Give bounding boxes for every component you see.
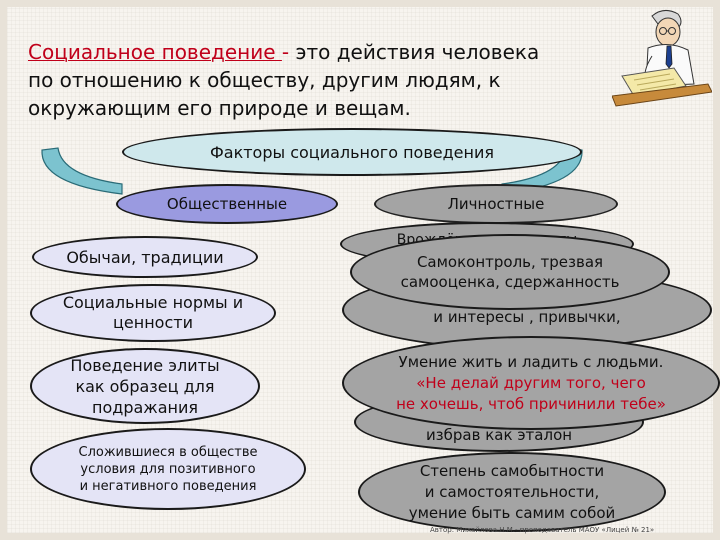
social-factor-conditions-label: Сложившиеся в обществе условия для позит… — [78, 444, 258, 494]
social-factor-norms-label: Социальные нормы и ценности — [62, 293, 244, 332]
teacher-writing-clipart — [612, 10, 712, 107]
personal-factor-self-control: Самоконтроль, трезвая самооценка, сдержа… — [350, 234, 670, 310]
personal-factor-identity-line-3: умение быть самим собой — [408, 503, 616, 522]
personal-factor-get-along: Умение жить и ладить с людьми. «Не делай… — [342, 336, 720, 430]
category-personal-label: Личностные — [447, 195, 545, 213]
factors-title: Факторы социального поведения — [122, 128, 582, 176]
factors-title-label: Факторы социального поведения — [209, 142, 494, 162]
social-factor-norms: Социальные нормы и ценности — [30, 284, 276, 342]
personal-factor-identity-line-1: Степень самобытности — [419, 461, 605, 480]
personal-factor-quote-line-1: «Не делай другим того, чего — [416, 373, 646, 392]
category-social-label: Общественные — [166, 195, 288, 213]
category-personal: Личностные — [374, 184, 618, 224]
definition-dash: - — [281, 40, 296, 64]
personal-factor-get-along-label: Умение жить и ладить с людьми. — [398, 352, 664, 371]
social-factor-customs: Обычаи, традиции — [32, 236, 258, 278]
category-social: Общественные — [116, 184, 338, 224]
social-factor-conditions: Сложившиеся в обществе условия для позит… — [30, 428, 306, 510]
definition-term: Социальное поведение — [28, 40, 282, 64]
author-footer: Автор: Михайлова Н.М.- преподаватель МАО… — [430, 526, 655, 534]
personal-factor-quote-line-2: не хочешь, чтоб причинили тебе» — [396, 394, 666, 413]
social-factor-elite-label: Поведение элиты как образец для подражан… — [70, 355, 220, 417]
personal-factor-self-control-label: Самоконтроль, трезвая самооценка, сдержа… — [400, 253, 620, 291]
personal-factor-interests-label: и интересы , привычки, — [433, 308, 621, 326]
definition-line-3: окружающим его природе и вещам. — [28, 96, 411, 120]
definition-line-1: это действия человека — [295, 40, 540, 64]
personal-factor-ideal-label: избрав как эталон — [425, 426, 573, 444]
social-factor-customs-label: Обычаи, традиции — [66, 247, 224, 267]
personal-factor-identity: Степень самобытности и самостоятельности… — [358, 452, 666, 532]
definition-line-2: по отношению к обществу, другим людям, к — [28, 68, 501, 92]
personal-factor-identity-line-2: и самостоятельности, — [424, 482, 600, 501]
definition-text: Социальное поведение - это действия чело… — [28, 38, 648, 122]
social-factor-elite: Поведение элиты как образец для подражан… — [30, 348, 260, 424]
